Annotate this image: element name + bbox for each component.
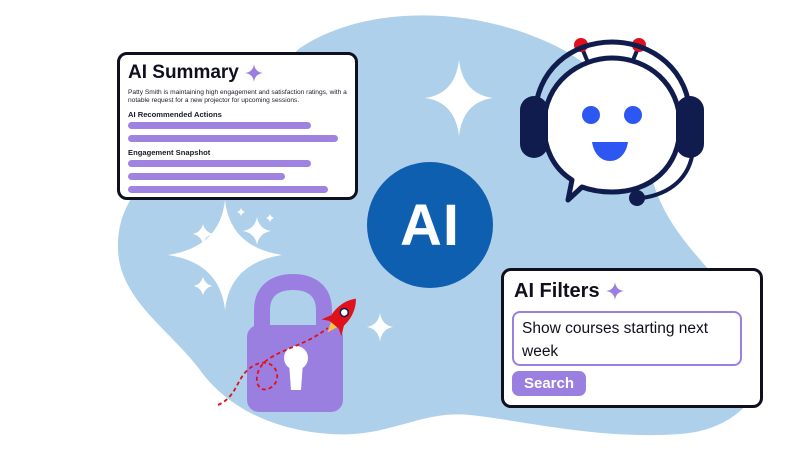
filter-query-input[interactable]: Show courses starting next week (512, 311, 742, 366)
placeholder-bar (128, 121, 311, 129)
ai-summary-title-text: AI Summary (128, 62, 239, 83)
placeholder-bar (128, 172, 285, 180)
rocket-icon (217, 298, 356, 406)
ai-summary-text: Patty Smith is maintaining high engageme… (128, 89, 347, 105)
ai-badge: AI (367, 162, 493, 288)
section-label-engagement-snapshot: Engagement Snapshot (128, 147, 211, 157)
ai-summary-title: AI Summary (128, 62, 347, 84)
placeholder-bar (128, 134, 338, 142)
ai-badge-text: AI (400, 192, 460, 258)
sparkle-icon (243, 217, 271, 245)
sparkle-icon (605, 282, 624, 300)
search-button[interactable]: Search (512, 371, 586, 396)
sparkle-icon (266, 214, 274, 222)
ai-summary-card: AI Summary Patty Smith is maintaining hi… (117, 52, 358, 200)
section-label-recommended-actions: AI Recommended Actions (128, 109, 222, 119)
placeholder-bar (128, 185, 328, 193)
ai-filters-title-text: AI Filters (514, 280, 600, 302)
sparkle-icon (244, 64, 263, 82)
sparkle-icon (168, 200, 282, 310)
robot-headset-icon (520, 38, 704, 206)
sparkle-icon (425, 60, 493, 136)
padlock-icon (247, 273, 343, 412)
sparkle-icon (367, 313, 393, 341)
sparkle-icon (193, 224, 213, 244)
ai-filters-title: AI Filters (514, 279, 752, 303)
ai-filters-card: AI Filters Show courses starting next we… (501, 268, 763, 408)
placeholder-bar (128, 159, 311, 167)
sparkle-icon (194, 277, 212, 295)
sparkle-icon (237, 208, 245, 216)
